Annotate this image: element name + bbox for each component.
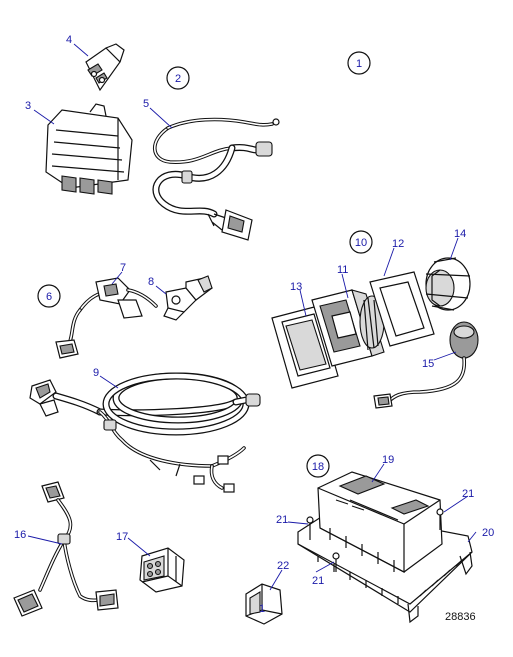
callout-16: 16	[14, 529, 26, 541]
group-markers: 1 2 6 10 18	[37, 51, 373, 478]
callout-15: 15	[422, 358, 434, 370]
leader-lines	[27, 43, 477, 591]
part-17-connector-plug	[139, 547, 185, 593]
part-4-key-switch	[85, 43, 125, 92]
group-6-label: 6	[46, 291, 52, 303]
part-12-gasket	[369, 271, 435, 347]
group-10-label: 10	[355, 237, 367, 249]
part-9-extension-cable	[29, 372, 261, 493]
part-15-sensor-cable	[373, 321, 479, 409]
callout-9: 9	[93, 367, 99, 379]
part-3-connector-housing	[45, 103, 133, 195]
callout-labels: 4 3 5 7 8 9 13 11 12 14 15 16 17 19 21 2…	[14, 34, 494, 615]
callout-19: 19	[382, 454, 394, 466]
callout-11: 11	[337, 264, 348, 276]
callout-21-right: 21	[462, 488, 474, 500]
part-22-protective-cap	[245, 583, 283, 625]
callout-14: 14	[454, 228, 466, 240]
callout-3: 3	[25, 100, 31, 112]
callout-22: 22	[277, 560, 289, 572]
part-8-battery-terminal	[163, 275, 213, 321]
callout-12: 12	[392, 238, 404, 250]
callout-17: 17	[116, 531, 128, 543]
callout-5: 5	[143, 98, 149, 110]
callout-7: 7	[120, 262, 126, 274]
callout-13: 13	[290, 281, 302, 293]
callout-21-left: 21	[276, 514, 288, 526]
callout-8: 8	[148, 276, 154, 288]
callout-4: 4	[66, 34, 72, 46]
part-7-cable-harness	[55, 277, 158, 359]
part-14-nut	[425, 257, 471, 311]
callout-1-on-cap: 1	[259, 603, 265, 615]
callout-20: 20	[482, 527, 494, 539]
group-1-label: 1	[356, 58, 362, 70]
callout-21-bottom: 21	[312, 575, 324, 587]
part-16-y-cable	[13, 481, 119, 617]
part-5-wiring-harness	[152, 117, 280, 241]
group-18-label: 18	[312, 461, 324, 473]
part-21-screws	[306, 508, 444, 572]
group-2-label: 2	[175, 73, 181, 85]
figure-number: 28836	[445, 611, 476, 623]
